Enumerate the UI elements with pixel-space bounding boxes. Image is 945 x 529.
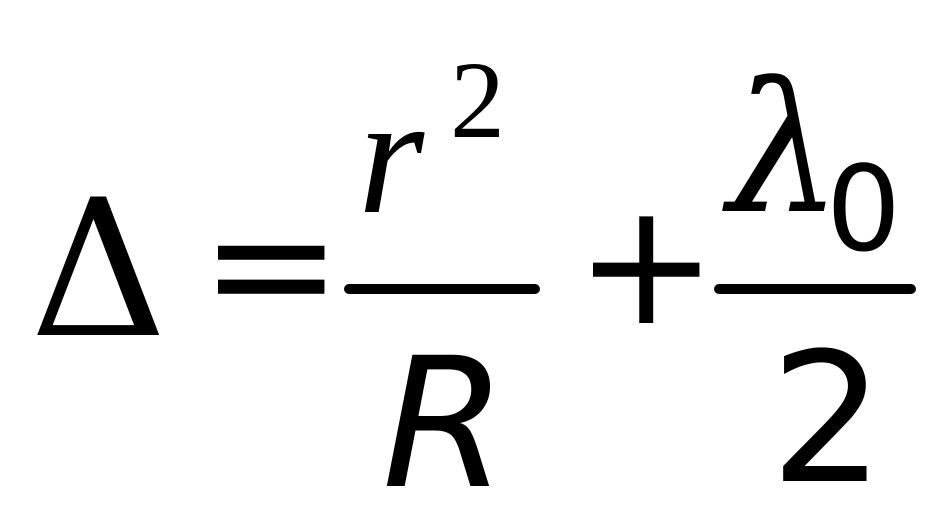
denominator1: R [382, 320, 508, 529]
numerator2-subscript: 0 [826, 140, 902, 278]
denominator2: 2 [770, 315, 885, 524]
numerator1-base: r [358, 61, 425, 249]
equals-sign: = [200, 166, 343, 364]
delta-symbol: Δ [30, 159, 168, 380]
fraction-bar-2 [714, 284, 916, 294]
plus-sign: + [575, 166, 718, 364]
numerator2-base: λ [728, 45, 843, 254]
numerator1-exponent: 2 [450, 39, 505, 161]
fraction-bar-1 [344, 284, 540, 294]
